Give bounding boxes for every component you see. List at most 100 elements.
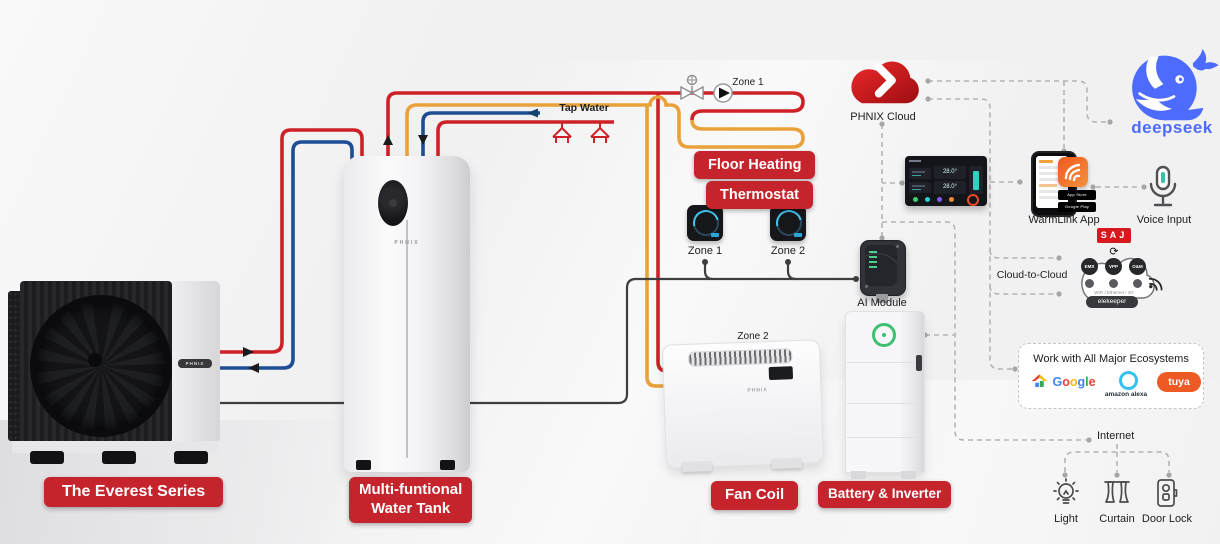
zone1-temp-value: 28.0° [942, 169, 958, 175]
controller-mode-dot [925, 197, 930, 202]
battery-seam [847, 437, 919, 438]
curtain-icon [1104, 481, 1130, 503]
fan-coil-badge: Fan Coil [711, 481, 799, 510]
internet-label: Internet [1097, 430, 1135, 442]
thermostat-button [711, 233, 719, 237]
thermostat-zone1-label: Zone 1 [687, 245, 723, 257]
water-tank-badge: Multi-funtional Water Tank [349, 477, 473, 523]
saj-feature-dot [1085, 279, 1094, 288]
battery-inverter-unit [845, 311, 925, 481]
deepseek-wordmark: deepseek [1131, 118, 1213, 137]
door-lock-icon [1157, 479, 1178, 507]
water-tank-foot [356, 460, 371, 470]
battery-foot [851, 471, 866, 479]
water-tank-seam [406, 220, 408, 458]
warmlink-app-icon [1058, 157, 1088, 187]
controller-zone2-temp: 28.0° [934, 181, 966, 194]
controller-zone1-temp: 28.0° [934, 166, 966, 179]
google-home-icon [1031, 374, 1048, 387]
heat-pump-unit: PHNIX [8, 281, 222, 465]
ai-module-led [869, 261, 877, 263]
google-letter: g [1077, 375, 1086, 389]
ai-module-led [869, 251, 877, 253]
door-lock-label: Door Lock [1141, 513, 1193, 525]
saj-feature-dot [1133, 279, 1142, 288]
fan-coil-foot [681, 461, 713, 473]
everest-series-badge: The Everest Series [44, 477, 224, 507]
controller-capacity-gauge [969, 166, 983, 194]
ai-module-arc [865, 253, 897, 286]
fan-coil-display [768, 366, 794, 381]
heat-pump-side-panel: PHNIX [172, 281, 220, 443]
phnix-cloud-icon [851, 61, 919, 104]
google-play-badge: Google Play [1058, 202, 1096, 212]
ai-module-screw [865, 285, 868, 288]
ai-module-device [860, 240, 906, 304]
ai-module-screen [865, 245, 897, 286]
three-way-valve-icon [680, 74, 704, 101]
thermostat-zone2 [770, 205, 807, 241]
battery-connector [916, 355, 922, 371]
fan-coil-foot [771, 457, 803, 469]
microphone-icon [1149, 165, 1177, 207]
ecosystems-box: Work with All Major Ecosystems Google am… [1018, 343, 1204, 409]
heat-pump-foot [174, 451, 208, 464]
heat-pump-foot [102, 451, 136, 464]
water-tank-foot [440, 460, 455, 470]
tap-water-arrow [527, 108, 538, 118]
controller-card [909, 182, 931, 193]
controller-mode-dot [949, 197, 954, 202]
battery-seam [847, 362, 919, 363]
google-letter: e [1088, 375, 1096, 389]
battery-seam [847, 403, 919, 404]
heat-pump-fan [30, 295, 172, 437]
voice-input-label: Voice Input [1136, 214, 1192, 226]
ai-module-screw [896, 245, 899, 248]
thermostat-button [794, 233, 802, 237]
elekeeper-pill: elekeeper [1086, 296, 1138, 308]
thermostat-zone1 [687, 205, 724, 241]
thermostat-zone2-label: Zone 2 [770, 245, 806, 257]
heat-pump-fan-hub [88, 353, 102, 367]
tap-outlet-icons [552, 122, 610, 143]
ai-module-label: AI Module [857, 297, 907, 309]
light-icon [1053, 478, 1079, 504]
tuya-logo: tuya [1157, 372, 1201, 392]
google-logo: Google [1031, 373, 1096, 391]
tap-water-label: Tap Water [559, 102, 609, 114]
zone2-temp-value: 28.0° [942, 184, 958, 190]
deepseek-logo-icon [1132, 48, 1219, 121]
saj-feature-dot [1109, 279, 1118, 288]
saj-sync-icon: ⟳ [1109, 246, 1119, 258]
saj-service-om: O&M [1129, 258, 1146, 275]
fan-coil-zone-label: Zone 2 [737, 331, 769, 342]
app-store-badge: App Store [1058, 190, 1096, 200]
water-tank-unit: PHNIX [344, 156, 470, 472]
fan-coil-unit: PHNIX [661, 339, 825, 474]
saj-service-ems: EMS [1081, 258, 1098, 275]
water-tank-display-dial [389, 199, 397, 207]
battery-status-dot [882, 333, 886, 337]
warmlink-app-label: WarmLink App [1028, 214, 1100, 226]
saj-service-vpp: VPP [1105, 258, 1122, 275]
phnix-logo: PHNIX [747, 387, 768, 394]
ai-module-led [869, 266, 877, 268]
controller-topbar [909, 160, 921, 162]
ai-module-led [869, 256, 877, 258]
phnix-logo: PHNIX [178, 359, 212, 368]
floor-zone1-label: Zone 1 [732, 77, 764, 88]
battery-status-ring [872, 323, 896, 347]
controller-power-ring [967, 194, 979, 206]
cloud-to-cloud-label: Cloud-to-Cloud [996, 269, 1068, 281]
phnix-logo: PHNIX [394, 240, 420, 246]
water-tank-display [378, 180, 408, 226]
controller-mode-dot [913, 197, 918, 202]
heat-pump-foot [30, 451, 64, 464]
floor-heating-badge: Floor Heating [694, 151, 816, 180]
phnix-cloud-label: PHNIX Cloud [850, 111, 916, 123]
controller-mode-dot [937, 197, 942, 202]
thermostat-badge: Thermostat [706, 181, 813, 210]
battery-foot [901, 471, 916, 479]
saj-connectivity-text: WiFi / Ethernet / 4G [1094, 290, 1134, 295]
